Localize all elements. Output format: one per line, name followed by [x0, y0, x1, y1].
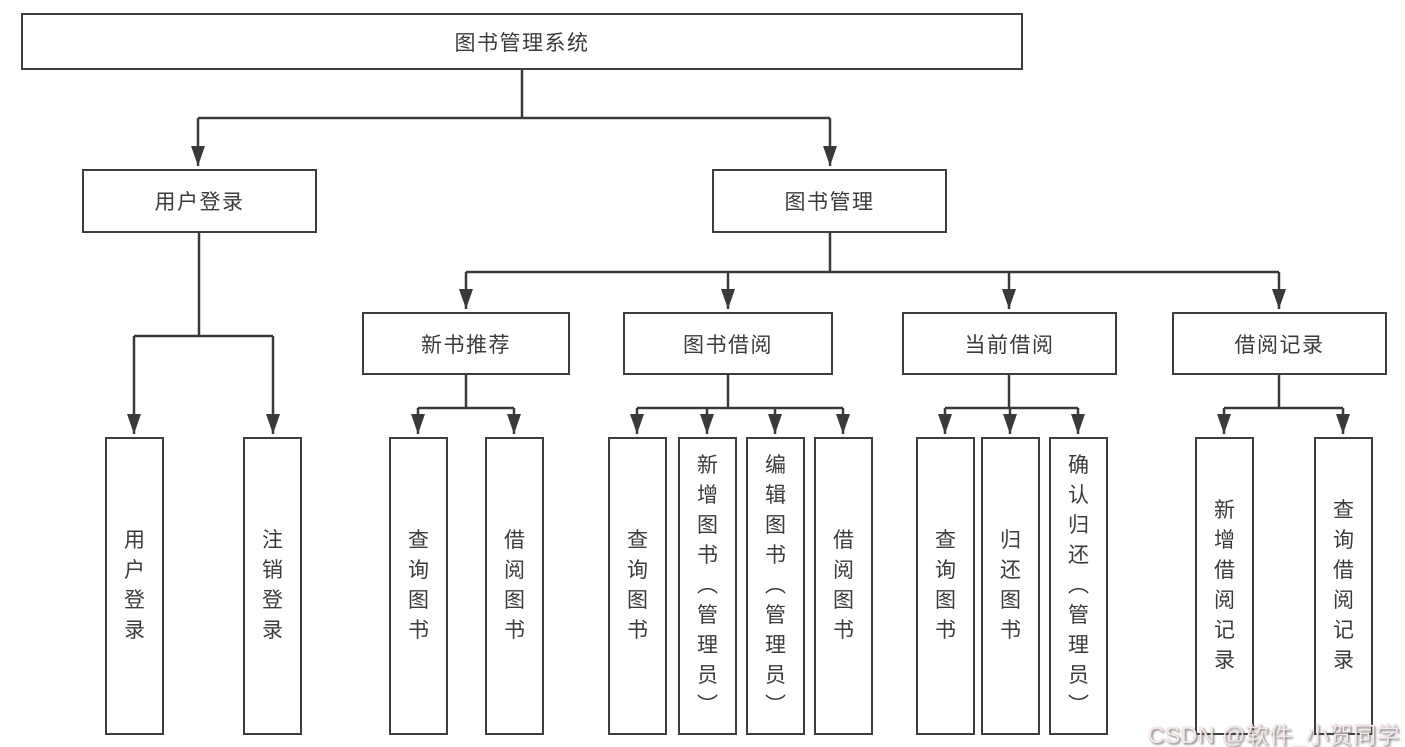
node-book-management: 图书管理: [712, 169, 947, 233]
leaf-edit-books-admin: 编辑图书︵管理员︶: [746, 437, 805, 735]
node-root-label: 图书管理系统: [454, 31, 590, 55]
leaf-query-books-borrow-label: 查询图书: [627, 529, 648, 642]
leaf-query-books-current-label: 查询图书: [935, 529, 956, 642]
leaf-query-books-current: 查询图书: [916, 437, 975, 735]
leaf-borrow-books: 借阅图书: [814, 437, 873, 735]
node-user-login: 用户登录: [82, 169, 317, 233]
leaf-add-books-admin: 新增图书︵管理员︶: [678, 437, 737, 735]
leaf-add-books-admin-label: 新增图书︵管理员︶: [697, 454, 718, 717]
leaf-borrow-books-recommend: 借阅图书: [485, 437, 544, 735]
leaf-logout: 注销登录: [243, 437, 302, 735]
node-new-book-recommend: 新书推荐: [362, 312, 570, 375]
leaf-query-borrow-record-label: 查询借阅记录: [1333, 499, 1354, 672]
leaf-borrow-books-recommend-label: 借阅图书: [504, 529, 525, 642]
node-book-borrowing-label: 图书借阅: [683, 333, 773, 357]
leaf-query-borrow-record: 查询借阅记录: [1314, 437, 1373, 735]
leaf-confirm-return-admin-label: 确认归还︵管理员︶: [1068, 454, 1089, 717]
leaf-logout-label: 注销登录: [262, 529, 283, 642]
node-current-borrowing-label: 当前借阅: [964, 333, 1055, 357]
node-user-login-label: 用户登录: [154, 191, 245, 214]
leaf-query-books-borrow: 查询图书: [608, 437, 667, 735]
leaf-return-books-label: 归还图书: [1000, 529, 1021, 642]
leaf-return-books: 归还图书: [981, 437, 1040, 735]
leaf-add-borrow-record: 新增借阅记录: [1195, 437, 1254, 735]
leaf-add-borrow-record-label: 新增借阅记录: [1214, 499, 1235, 672]
leaf-user-login: 用户登录: [105, 437, 164, 735]
node-borrowing-records-label: 借阅记录: [1234, 333, 1325, 357]
leaf-edit-books-admin-label: 编辑图书︵管理员︶: [765, 454, 786, 717]
node-current-borrowing: 当前借阅: [902, 312, 1117, 375]
node-book-borrowing: 图书借阅: [623, 312, 833, 375]
leaf-query-books-recommend: 查询图书: [389, 437, 448, 735]
leaf-confirm-return-admin: 确认归还︵管理员︶: [1049, 437, 1108, 735]
csdn-watermark: CSDN @软件_小贺同学: [1147, 722, 1400, 747]
node-new-book-recommend-label: 新书推荐: [421, 333, 511, 357]
leaf-query-books-recommend-label: 查询图书: [408, 529, 429, 642]
node-root-system: 图书管理系统: [21, 13, 1023, 70]
node-book-management-label: 图书管理: [784, 191, 875, 214]
leaf-user-login-label: 用户登录: [124, 529, 145, 642]
leaf-borrow-books-label: 借阅图书: [833, 529, 854, 642]
node-borrowing-records: 借阅记录: [1172, 312, 1387, 375]
